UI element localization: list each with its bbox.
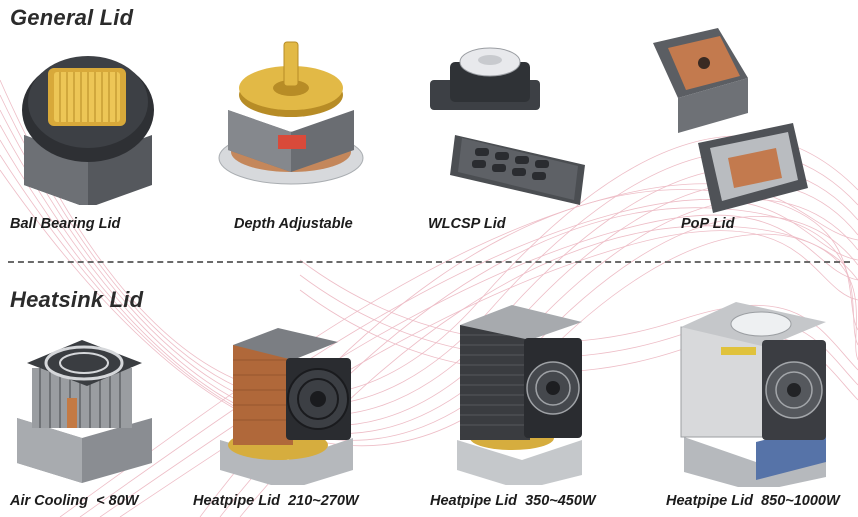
product-image-pop-lid [648, 18, 818, 218]
caption-depth-adjustable: Depth Adjustable [234, 216, 353, 232]
caption-heatpipe-lid-850-1000w: Heatpipe Lid 850~1000W [666, 493, 840, 509]
product-image-heatpipe-lid-210-270w [208, 320, 358, 485]
section-title-heatsink-lid: Heatsink Lid [10, 287, 144, 312]
caption-pop-lid: PoP Lid [681, 216, 735, 232]
caption-ball-bearing-lid: Ball Bearing Lid [10, 216, 121, 232]
caption-wlcsp-lid: WLCSP Lid [428, 216, 506, 232]
caption-air-cooling: Air Cooling < 80W [10, 493, 139, 509]
product-image-wlcsp-lid [420, 40, 605, 210]
product-image-heatpipe-lid-850-1000w [676, 292, 836, 487]
product-image-ball-bearing-lid [14, 40, 162, 205]
product-image-depth-adjustable [216, 40, 366, 190]
caption-heatpipe-lid-210-270w: Heatpipe Lid 210~270W [193, 493, 359, 509]
product-image-air-cooling [12, 328, 157, 483]
section-title-general-lid: General Lid [10, 5, 134, 30]
product-image-heatpipe-lid-350-450w [452, 300, 587, 485]
caption-heatpipe-lid-350-450w: Heatpipe Lid 350~450W [430, 493, 596, 509]
section-divider [8, 261, 850, 263]
